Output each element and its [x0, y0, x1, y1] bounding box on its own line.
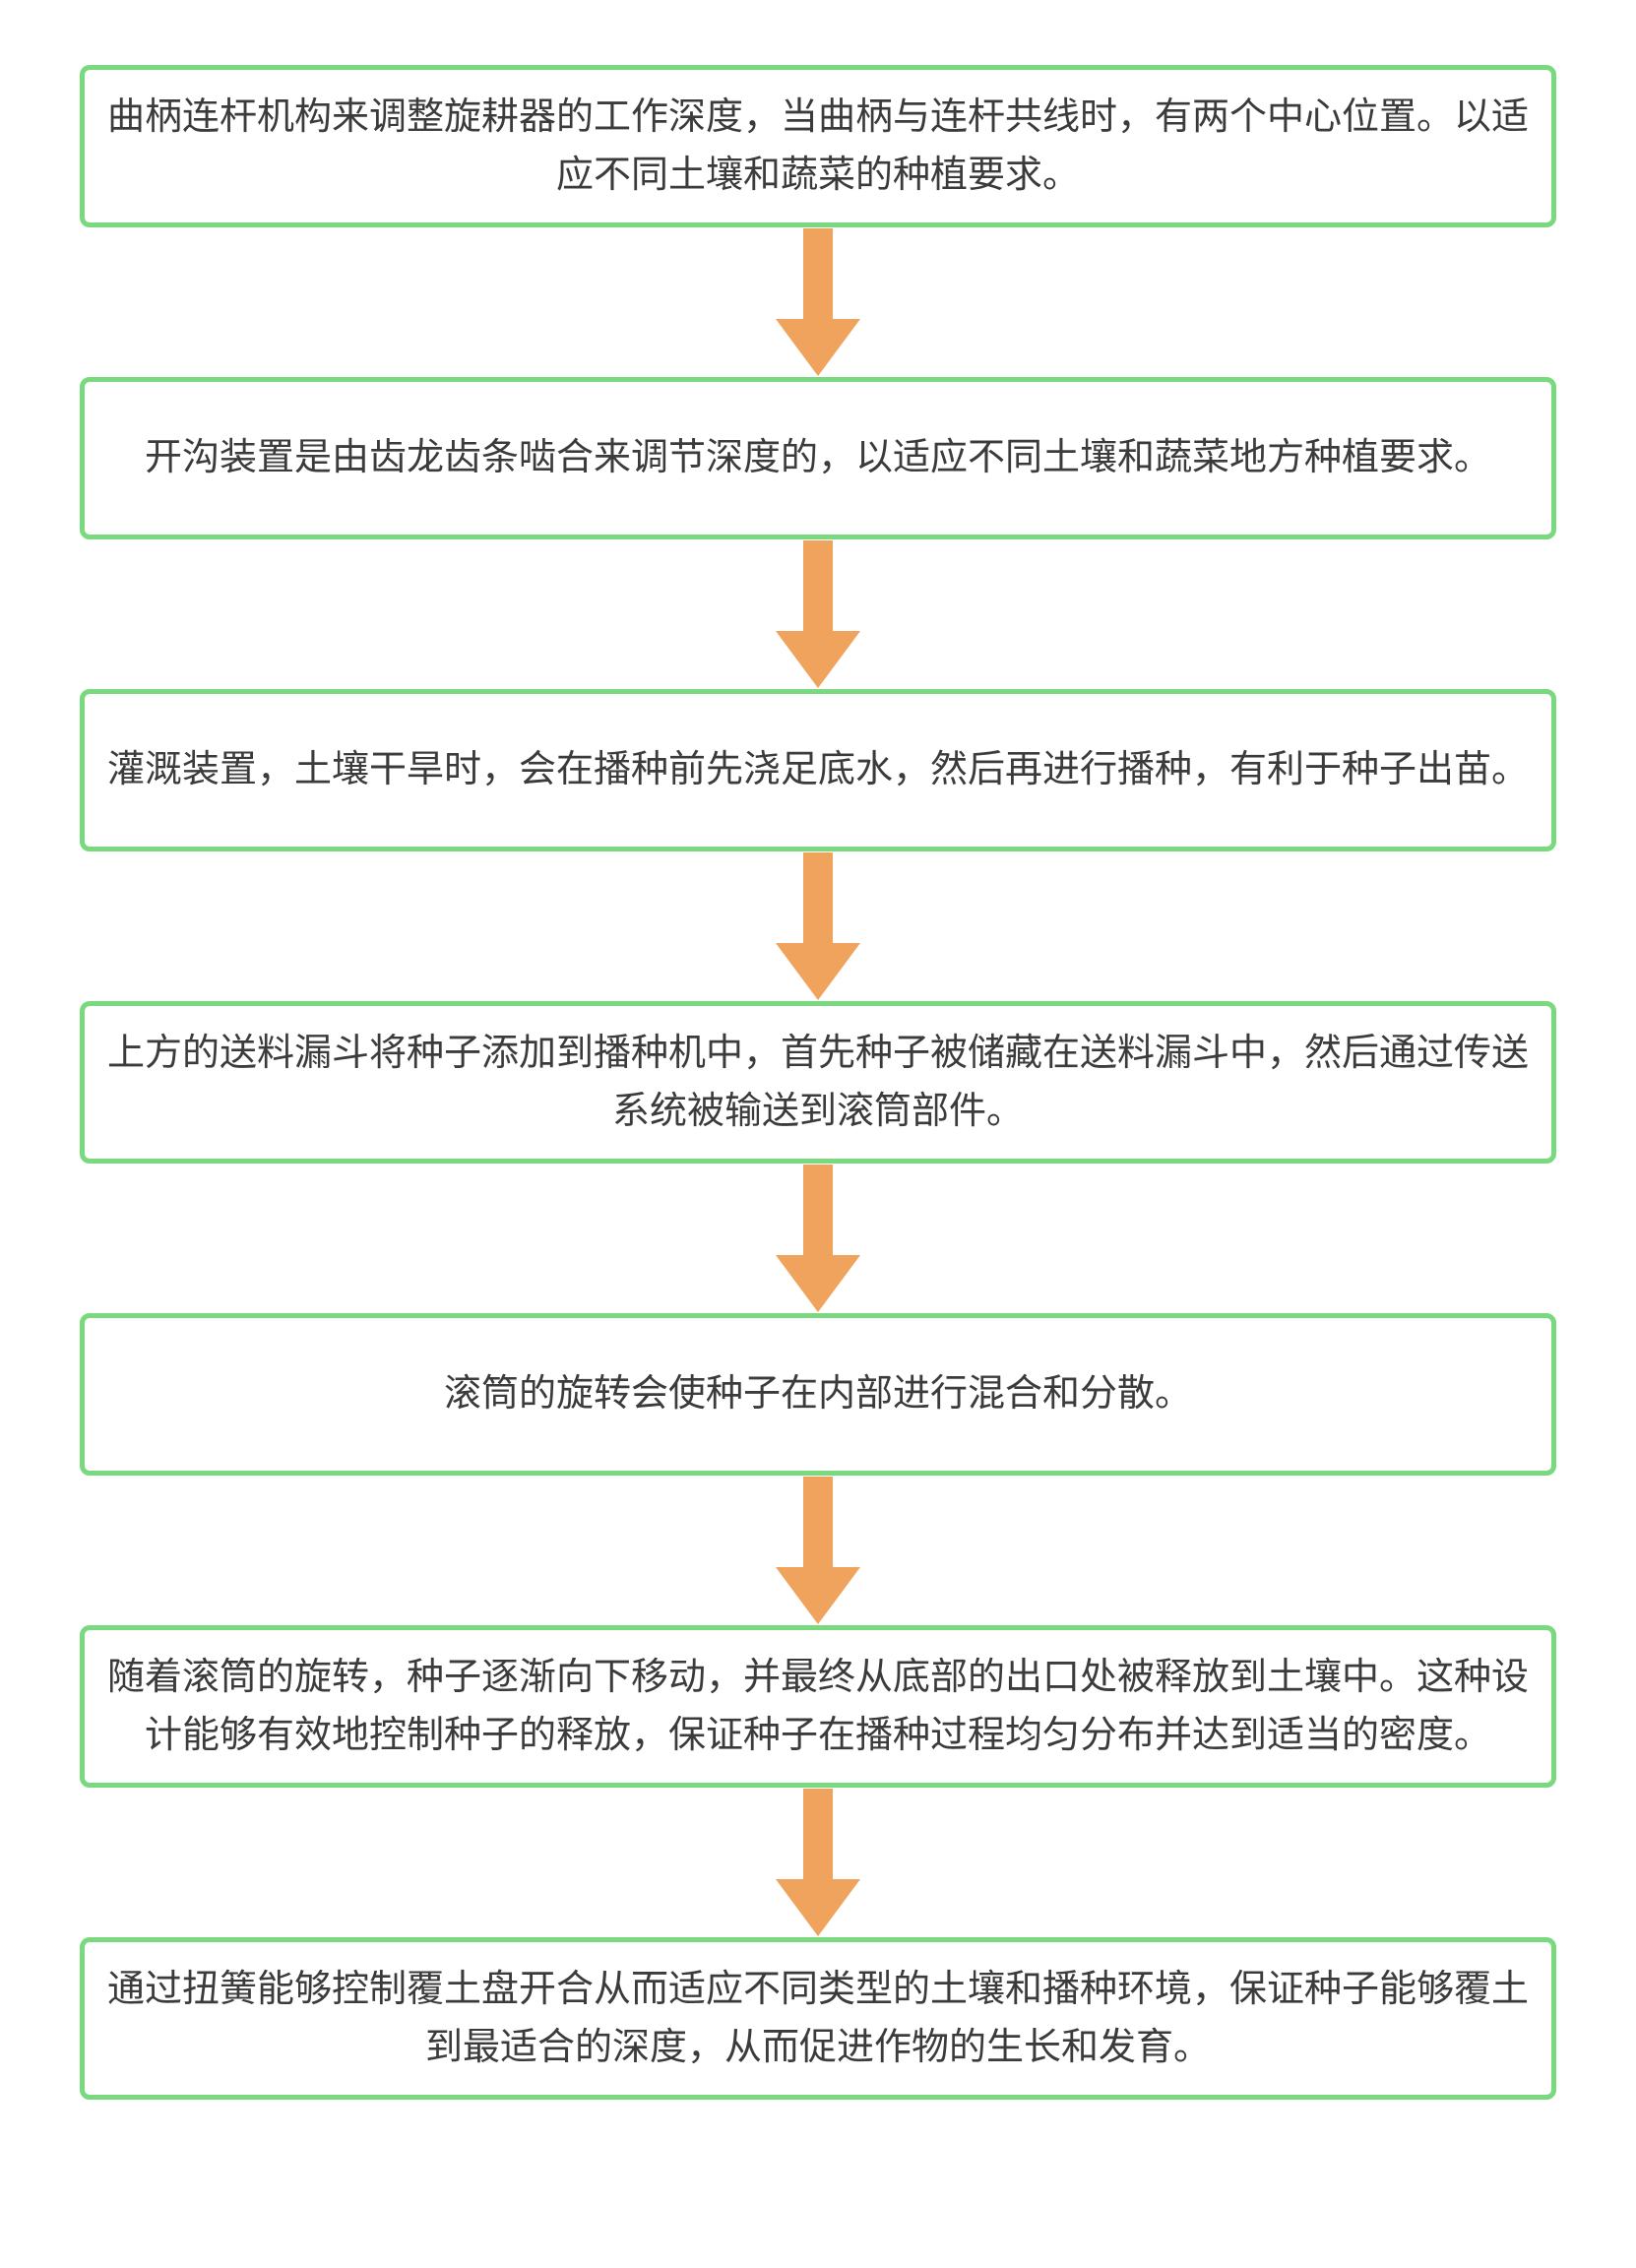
arrow-shaft [803, 852, 833, 943]
flow-node-text: 曲柄连杆机构来调整旋耕器的工作深度，当曲柄与连杆共线时，有两个中心位置。以适应不… [106, 95, 1529, 196]
arrow-shaft [803, 228, 833, 319]
arrow-shaft [803, 1477, 833, 1567]
flow-node-text: 滚筒的旋转会使种子在内部进行混合和分散。 [443, 1373, 1192, 1416]
arrow-head-icon [776, 631, 860, 688]
arrow-down-3 [776, 851, 860, 1001]
arrow-shaft [803, 1789, 833, 1879]
flow-node-seed-release: 随着滚筒的旋转，种子逐渐向下移动，并最终从底部的出口处被释放到土壤中。这种设计能… [80, 1625, 1556, 1788]
flow-node-drum-rotation: 滚筒的旋转会使种子在内部进行混合和分散。 [80, 1313, 1556, 1476]
flow-node-text: 上方的送料漏斗将种子添加到播种机中，首先种子被储藏在送料漏斗中，然后通过传送系统… [106, 1032, 1529, 1132]
arrow-down-1 [776, 227, 860, 377]
arrow-head-icon [776, 1879, 860, 1936]
flow-node-text: 随着滚筒的旋转，种子逐渐向下移动，并最终从底部的出口处被释放到土壤中。这种设计能… [106, 1656, 1529, 1756]
arrow-down-6 [776, 1788, 860, 1937]
arrow-down-2 [776, 539, 860, 689]
arrow-head-icon [776, 1255, 860, 1312]
flow-node-text: 开沟装置是由齿龙齿条啮合来调节深度的，以适应不同土壤和蔬菜地方种植要求。 [144, 437, 1491, 479]
flow-node-furrow-device: 开沟装置是由齿龙齿条啮合来调节深度的，以适应不同土壤和蔬菜地方种植要求。 [80, 377, 1556, 539]
arrow-down-4 [776, 1164, 860, 1313]
arrow-down-5 [776, 1476, 860, 1625]
flow-node-soil-cover-spring: 通过扭簧能够控制覆土盘开合从而适应不同类型的土壤和播种环境，保证种子能够覆土到最… [80, 1937, 1556, 2100]
arrow-head-icon [776, 943, 860, 1000]
flow-node-text: 通过扭簧能够控制覆土盘开合从而适应不同类型的土壤和播种环境，保证种子能够覆土到最… [106, 1968, 1529, 2068]
arrow-shaft [803, 540, 833, 631]
flow-node-irrigation-device: 灌溉装置，土壤干旱时，会在播种前先浇足底水，然后再进行播种，有利于种子出苗。 [80, 689, 1556, 851]
flow-node-text: 灌溉装置，土壤干旱时，会在播种前先浇足底水，然后再进行播种，有利于种子出苗。 [106, 749, 1529, 791]
arrow-shaft [803, 1165, 833, 1255]
arrow-head-icon [776, 1567, 860, 1624]
arrow-head-icon [776, 319, 860, 376]
flow-node-crank-linkage: 曲柄连杆机构来调整旋耕器的工作深度，当曲柄与连杆共线时，有两个中心位置。以适应不… [80, 65, 1556, 227]
flowchart: 曲柄连杆机构来调整旋耕器的工作深度，当曲柄与连杆共线时，有两个中心位置。以适应不… [80, 0, 1556, 2159]
flow-node-feed-hopper: 上方的送料漏斗将种子添加到播种机中，首先种子被储藏在送料漏斗中，然后通过传送系统… [80, 1001, 1556, 1164]
